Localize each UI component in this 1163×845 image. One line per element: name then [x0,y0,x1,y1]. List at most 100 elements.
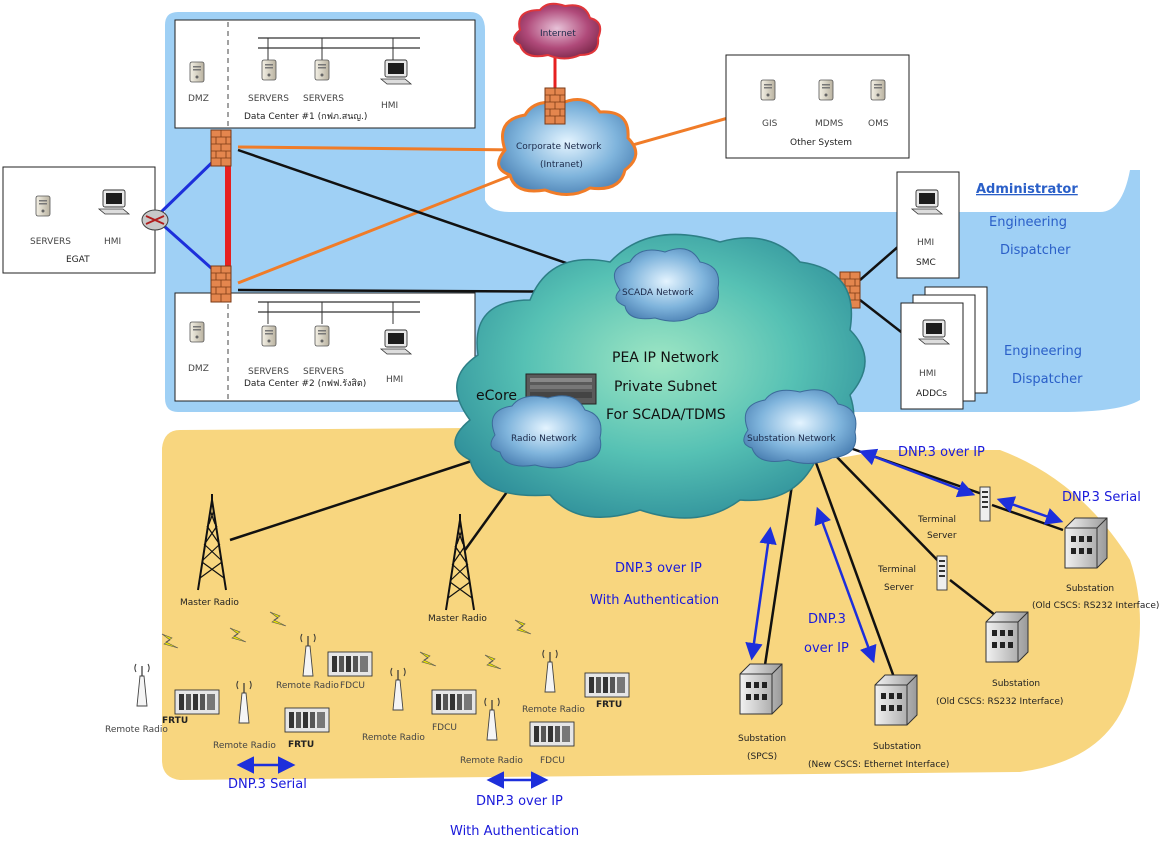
substation-2-line2: (Old CSCS: RS232 Interface) [936,697,1063,707]
dmz-server-icon [189,61,205,83]
dc1-servers-label-1: SERVERS [248,94,289,104]
hmi-computer-icon [918,319,950,345]
protocol-dnp-ip-top: DNP.3 over IP [898,445,985,460]
substation-1-line1: Substation [1066,584,1114,594]
smc-box: HMI SMC [896,171,960,279]
fdcu-label: FDCU [340,681,365,691]
hmi-computer-icon [911,189,943,215]
remote-radio-label: Remote Radio [276,681,339,691]
fdcu-device-icon [529,721,575,747]
scada-network-label: SCADA Network [622,288,694,298]
dc2-dmz-label: DMZ [188,364,209,374]
dc1-servers-label-2: SERVERS [303,94,344,104]
hmi-computer-icon [380,59,412,85]
addcs-hmi-label: HMI [919,369,936,379]
remote-radios: Remote Radio FRTU Remote Radio FRTU Remo… [105,633,630,766]
corporate-network-line1: Corporate Network [516,142,602,152]
protocol-dnp-ip-auth-bottom-line1: DNP.3 over IP [476,794,563,809]
server-icon [261,325,277,347]
corporate-network-line2: (Intranet) [540,160,583,170]
dc2-servers-label-1: SERVERS [248,367,289,377]
radio-network-cloud: Radio Network [490,395,602,469]
other-system-box: GIS MDMS OMS Other System [725,54,910,159]
egat-hmi-label: HMI [104,237,121,247]
frtu-label: FRTU [596,700,622,710]
pea-network-line2: Private Subnet [614,379,717,395]
remote-radio-label: Remote Radio [522,705,585,715]
dmz-server-icon [189,321,205,343]
dc2-caption: Data Center #2 (กฟฟ.รังสิต) [244,378,366,389]
data-center-2: DMZ SERVERS SERVERS HMI Data Center #2 (… [174,292,476,402]
server-icon [261,59,277,81]
substation-1-line2: (Old CSCS: RS232 Interface) [1032,601,1159,611]
internet-label: Internet [540,29,576,39]
frtu-label: FRTU [162,716,188,726]
remote-radio-label: Remote Radio [213,741,276,751]
router-icon [141,209,169,231]
protocol-arrows [236,448,1064,789]
egat-servers-label: SERVERS [30,237,71,247]
fdcu-label: FDCU [540,756,565,766]
egat-box: SERVERS HMI EGAT [2,166,156,274]
corporate-network-cloud: Corporate Network (Intranet) [497,98,638,196]
role-dispatcher-top: Dispatcher [1000,243,1071,258]
terminal-server-1-line2: Server [927,531,957,541]
server-icon [314,59,330,81]
terminal-server-2-line1: Terminal [877,565,916,575]
hmi-computer-icon [380,329,412,355]
gis-server-icon [760,79,776,101]
frtu-label: FRTU [288,740,314,750]
substation-building-icon [985,611,1029,663]
ecore-label: eCore [476,388,517,404]
substation-network-cloud: Substation Network [743,389,857,464]
remote-radio-antenna-icon [134,663,150,707]
pea-network-line1: PEA IP Network [612,350,720,366]
addcs-box: HMI ADDCs [900,286,988,410]
frtu-device-icon [584,672,630,698]
frtu-device-icon [284,707,330,733]
dc2-servers-label-2: SERVERS [303,367,344,377]
server-icon [35,195,51,217]
internet-cloud: Internet [513,2,602,60]
egat-caption: EGAT [66,255,90,265]
substation-building-icon [739,663,783,715]
smc-caption: SMC [916,258,936,268]
protocol-dnp-serial-right: DNP.3 Serial [1062,490,1141,505]
scada-network-cloud: SCADA Network [613,248,720,322]
role-engineering-bottom: Engineering [1004,344,1082,359]
internet-firewall-icon [544,87,566,125]
remote-radio-label: Remote Radio [460,756,523,766]
protocol-dnp-ip-right-line2: over IP [804,641,849,656]
role-engineering-top: Engineering [989,215,1067,230]
dc1-hmi-label: HMI [381,101,398,111]
dc1-firewall-icon [210,129,232,167]
terminal-server-icon [979,486,991,522]
protocol-dnp-ip-auth-mid-line2: With Authentication [590,593,719,608]
other-system-caption: Other System [790,138,852,148]
fdcu-device-icon [431,689,477,715]
server-icon [314,325,330,347]
protocol-dnp-ip-auth-mid-line1: DNP.3 over IP [615,561,702,576]
radio-network-label: Radio Network [511,434,578,444]
data-center-1: DMZ SERVERS SERVERS HMI Data Center #1 (… [174,19,476,129]
dc2-hmi-label: HMI [386,375,403,385]
terminal-server-icon [936,555,948,591]
substation-building-icon [1064,517,1108,569]
protocol-dnp-serial-bottom: DNP.3 Serial [228,777,307,792]
substation-network-label: Substation Network [747,434,836,444]
terminal-server-2-line2: Server [884,583,914,593]
remote-radio-label: Remote Radio [105,725,168,735]
remote-radio-label: Remote Radio [362,733,425,743]
fdcu-device-icon [327,651,373,677]
protocol-dnp-ip-auth-bottom-line2: With Authentication [450,824,579,839]
pea-network-line3: For SCADA/TDMS [606,407,726,423]
smc-hmi-label: HMI [917,238,934,248]
oms-label: OMS [868,119,889,129]
oms-server-icon [870,79,886,101]
addcs-caption: ADDCs [916,389,947,399]
master-radio-label-1: Master Radio [180,598,239,608]
frtu-device-icon [174,689,220,715]
mdms-server-icon [818,79,834,101]
substation-building-icon [874,674,918,726]
hmi-computer-icon [98,189,130,215]
